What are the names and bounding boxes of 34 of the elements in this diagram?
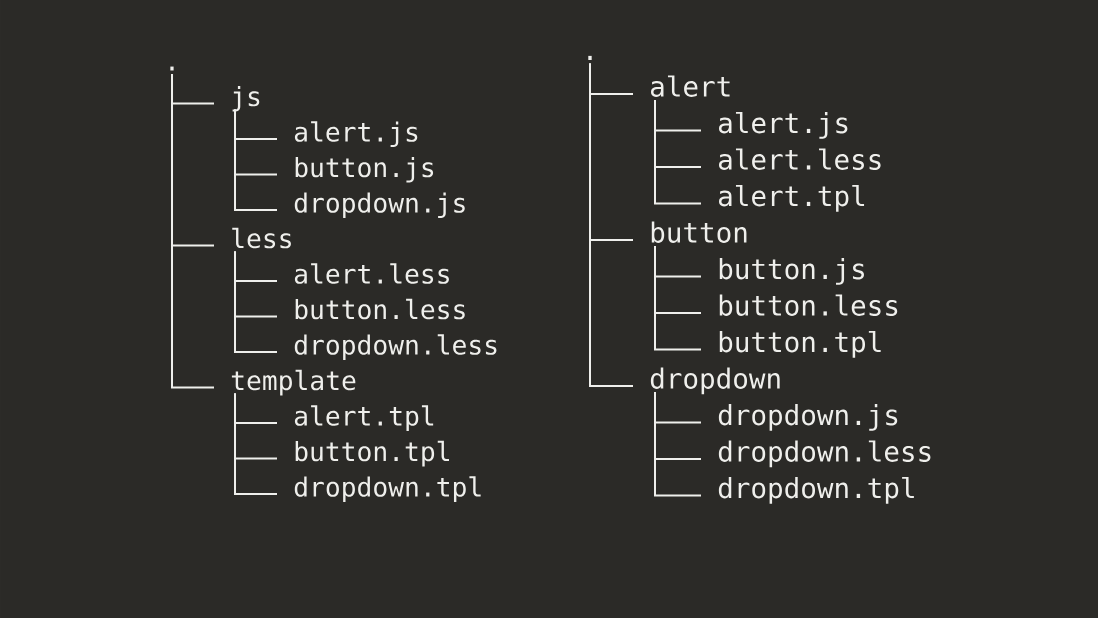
file-name: alert.less — [719, 148, 881, 170]
tree-line — [654, 245, 702, 351]
file-name: button.less — [719, 294, 898, 316]
file-name: alert.js — [294, 121, 418, 147]
file-name: dropdown.tpl — [718, 476, 914, 504]
folder-name: dropdown — [650, 367, 780, 395]
tree-root: . — [588, 55, 592, 60]
tree-line — [234, 392, 278, 495]
tree-line — [589, 62, 634, 387]
tree-line — [234, 250, 278, 353]
file-name: dropdown.less — [718, 440, 931, 468]
tree-line — [654, 99, 702, 205]
tree-line — [171, 73, 215, 389]
file-name: button.tpl — [295, 440, 449, 467]
file-name: dropdown.js — [718, 404, 898, 431]
file-name: alert.tpl — [294, 405, 434, 431]
file-name: dropdown.tpl — [294, 476, 481, 502]
file-name: dropdown.js — [294, 192, 465, 218]
file-name: dropdown.less — [294, 334, 497, 360]
folder-name: alert — [651, 75, 730, 97]
file-name: alert.less — [294, 263, 449, 284]
tree-line — [234, 108, 278, 211]
folder-name: template — [231, 369, 356, 396]
file-name: alert.tpl — [719, 184, 865, 212]
file-name: alert.js — [719, 111, 848, 139]
folder-name: button — [651, 221, 747, 243]
folder-name: js — [232, 86, 260, 112]
tree-line — [654, 391, 702, 497]
file-name: button.tpl — [719, 330, 881, 358]
file-name: button.js — [719, 258, 864, 285]
file-name: button.less — [295, 298, 465, 320]
tree-root: . — [170, 66, 174, 71]
folder-name: less — [232, 227, 291, 249]
file-name: button.js — [295, 157, 434, 183]
